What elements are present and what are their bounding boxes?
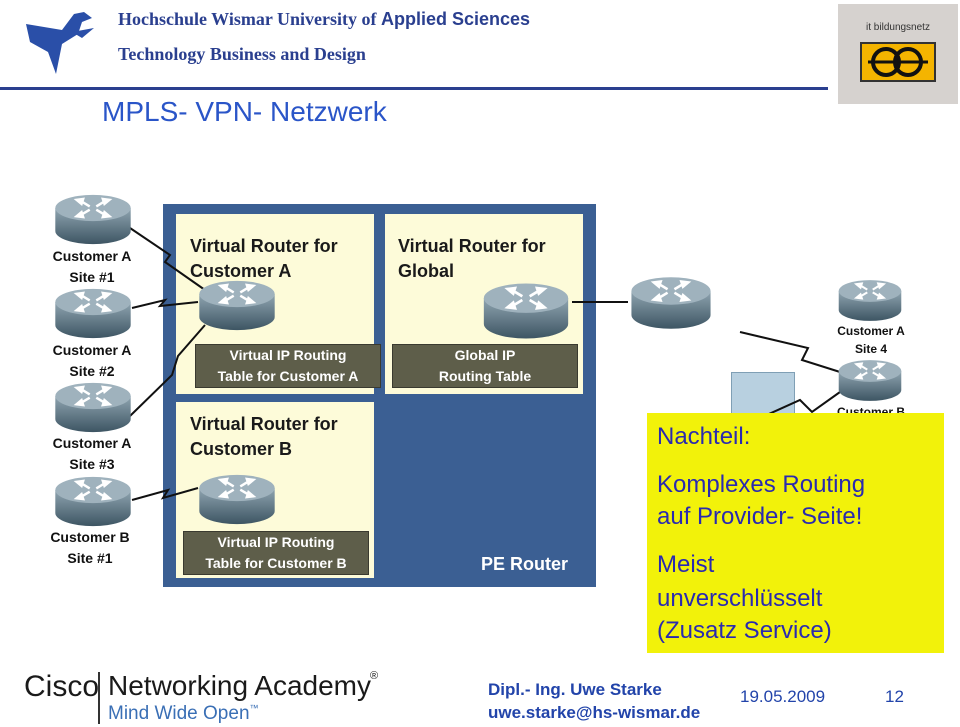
griffin-logo-icon (26, 12, 94, 74)
router-icon-customer-a-site1 (52, 190, 134, 249)
pe-router-label: PE Router (481, 554, 569, 574)
trademark-icon: ™ (249, 703, 259, 713)
router-icon-provider-core (628, 272, 714, 334)
router-icon-customer-a-site2 (52, 284, 134, 343)
link-core-remote (739, 331, 841, 373)
it-bildungsnetz-label: it bildungsnetz (866, 22, 930, 33)
vr-customer-b-title: Virtual Router for Customer B (190, 414, 338, 459)
router-icon-vr-global (480, 278, 572, 344)
vr-global-title: Virtual Router for Global (398, 236, 546, 281)
router-icon-vr-customer-b (196, 470, 278, 529)
router-icon-customer-b-remote (836, 356, 904, 405)
site-label-ca2: Customer A Site #2 (52, 342, 132, 379)
footer-logo-divider (98, 672, 100, 724)
site-label-cb1: Customer B Site #1 (50, 529, 130, 566)
note-heading: Nachteil: (657, 423, 751, 450)
cisco-wordmark: Cisco (24, 670, 100, 703)
routing-table-global: Global IP Routing Table (392, 344, 578, 388)
tagline: Mind Wide Open™ (108, 703, 259, 725)
university-name-sans: Applied Sciences (381, 9, 531, 29)
disadvantage-note: Nachteil: Komplexes Routing auf Provider… (647, 413, 944, 653)
pe-router-box: Virtual Router for Customer A Virtual IP… (163, 204, 596, 587)
site-label-ca3: Customer A Site #3 (52, 435, 132, 472)
tagline-text: Mind Wide Open (108, 703, 250, 724)
networking-academy: Networking Academy (108, 670, 372, 701)
site-label-ca1: Customer A Site #1 (52, 248, 132, 285)
university-faculty: Technology Business and Design (118, 44, 366, 64)
slide-title: MPLS- VPN- Netzwerk (102, 96, 387, 127)
site-label-ca4: Customer A Site 4 (837, 324, 905, 356)
university-logo (22, 8, 100, 76)
it-bildungsnetz-logo: it bildungsnetz (838, 4, 958, 104)
note-point2-line3: (Zusatz Service) (657, 617, 832, 644)
page-number: 12 (885, 687, 904, 706)
remote-site-box (731, 372, 795, 418)
note-point2-line1: Meist (657, 551, 715, 578)
router-icon-customer-a-site3 (52, 378, 134, 437)
slide-date: 19.05.2009 (740, 687, 826, 706)
note-point2-line2: unverschlüsselt (657, 585, 823, 612)
router-icon-customer-b-site1 (52, 472, 134, 531)
university-name-serif: Hochschule Wismar University of (118, 9, 377, 29)
bildungsnetz-emblem-icon (860, 42, 936, 82)
author-email[interactable]: uwe.starke@hs-wismar.de (488, 703, 701, 722)
link-cb1 (131, 487, 199, 501)
link-ca2 (131, 298, 199, 309)
note-point1-line2: auf Provider- Seite! (657, 503, 863, 530)
note-point1-line1: Komplexes Routing (657, 471, 866, 498)
link-ca1 (129, 227, 206, 291)
university-name: Hochschule Wismar University of Applied … (118, 9, 530, 30)
author-name: Dipl.- Ing. Uwe Starke (488, 680, 662, 699)
routing-table-customer-b: Virtual IP Routing Table for Customer B (183, 531, 369, 575)
router-icon-customer-a-site4 (836, 276, 904, 325)
routing-table-customer-a: Virtual IP Routing Table for Customer A (195, 344, 381, 388)
header-divider (0, 87, 828, 90)
vr-customer-a-title: Virtual Router for Customer A (190, 236, 338, 281)
registered-mark-icon: ® (370, 670, 379, 682)
link-ca3 (129, 324, 206, 417)
router-icon-vr-customer-a (196, 276, 278, 335)
link-remote-lower (759, 391, 841, 419)
